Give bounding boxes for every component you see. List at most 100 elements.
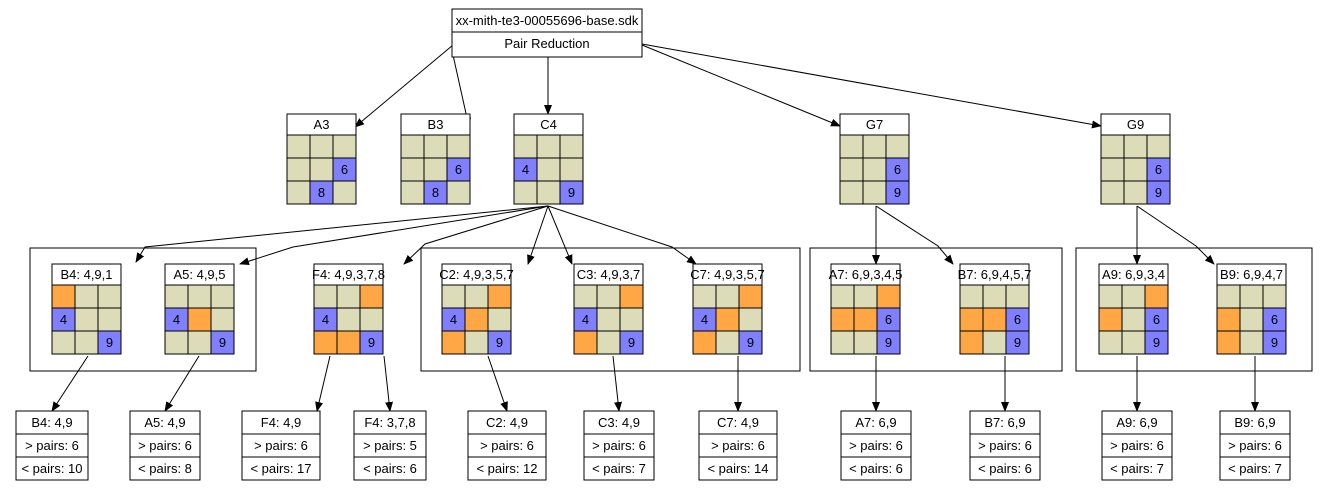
result-less-pairs: < pairs: 7 (592, 461, 646, 476)
grid-cell (286, 157, 311, 182)
grid-cell (1005, 330, 1030, 355)
grid-cell (1144, 284, 1169, 309)
grid-cell (400, 134, 425, 159)
result-less-pairs: < pairs: 6 (849, 461, 903, 476)
grid-cell (1216, 284, 1241, 309)
result-more-pairs: > pairs: 6 (254, 438, 308, 453)
result-node-box (1101, 410, 1173, 481)
grid-node-label: F4: 4,9,3,7,8 (312, 267, 385, 282)
grid-cell (210, 307, 235, 332)
grid-cell (187, 284, 212, 309)
grid-node-c2-4-9-3-5-7: C2: 4,9,3,5,749 (439, 263, 514, 355)
grid-cell-digit: 6 (894, 162, 901, 177)
grid-cell (853, 284, 878, 309)
grid-cell (862, 157, 887, 182)
grid-cell (513, 134, 538, 159)
grid-cell (441, 330, 466, 355)
grid-cell (715, 284, 740, 309)
grid-cell (423, 134, 448, 159)
result-title: F4: 4,9 (261, 415, 301, 430)
grid-cell (830, 284, 855, 309)
grid-cell (1239, 284, 1264, 309)
grid-cell (446, 180, 471, 205)
grid-cell-digit: 8 (318, 185, 325, 200)
grid-cell (1121, 284, 1146, 309)
result-more-pairs: > pairs: 6 (592, 438, 646, 453)
result-less-pairs: < pairs: 6 (363, 461, 417, 476)
result-node-b4-4-9: B4: 4,9> pairs: 6< pairs: 10 (15, 410, 89, 481)
grid-cell (1121, 330, 1146, 355)
grid-cell (959, 307, 984, 332)
grid-cell (1262, 284, 1287, 309)
grid-cell (359, 307, 384, 332)
grid-cell (1100, 180, 1125, 205)
grid-cell (309, 157, 334, 182)
grid-cell (1121, 307, 1146, 332)
grid-cell (487, 307, 512, 332)
grid-cell (839, 180, 864, 205)
grid-cell (738, 330, 763, 355)
grid-cell (286, 180, 311, 205)
grid-cell-digit: 9 (1153, 335, 1160, 350)
edge-g9-b9 (1136, 205, 1215, 265)
result-title: C7: 4,9 (717, 415, 759, 430)
result-node-box (241, 410, 321, 481)
result-node-box (129, 410, 201, 481)
grid-cell (441, 284, 466, 309)
root-title: xx-mith-te3-00055696-base.sdk (456, 13, 639, 28)
grid-node-b7-6-9-4-5-7: B7: 6,9,4,5,769 (958, 263, 1031, 355)
edge-group (51, 43, 1259, 412)
grid-cell (1239, 307, 1264, 332)
grid-cell (559, 180, 584, 205)
grid-cell (423, 157, 448, 182)
result-node-box (583, 410, 655, 481)
grid-cell (1100, 157, 1125, 182)
grid-cell (313, 330, 338, 355)
grid-cell (400, 157, 425, 182)
grid-cell-digit: 8 (432, 185, 439, 200)
grid-node-label: C7: 4,9,3,5,7 (690, 267, 764, 282)
grid-cell (187, 330, 212, 355)
grid-cell-digit: 9 (747, 335, 754, 350)
cluster-c2-c3-c7 (420, 247, 801, 372)
grid-node-label: A5: 4,9,5 (173, 267, 225, 282)
grid-cell-digit: 6 (885, 312, 892, 327)
grid-cell (885, 134, 910, 159)
grid-node-f4-4-9-3-7-8: F4: 4,9,3,7,849 (312, 263, 385, 355)
grid-cell (400, 180, 425, 205)
edge-c4-c2 (527, 205, 549, 265)
grid-cell (1100, 134, 1125, 159)
result-node-box (1219, 410, 1291, 481)
grid-cell-digit: 4 (450, 312, 457, 327)
grid-cell (839, 157, 864, 182)
edge-c3-result (612, 355, 623, 412)
grid-cell (839, 134, 864, 159)
result-more-pairs: > pairs: 6 (711, 438, 765, 453)
grid-cell (74, 330, 99, 355)
grid-cell (51, 284, 76, 309)
grid-cell (619, 307, 644, 332)
grid-cell-digit: 4 (522, 162, 529, 177)
result-more-pairs: > pairs: 6 (1228, 438, 1282, 453)
result-node-box (15, 410, 89, 481)
edge-c4-c7 (547, 205, 697, 265)
grid-cell-digit: 9 (368, 335, 375, 350)
grid-cell (885, 180, 910, 205)
grid-node-label: B9: 6,9,4,7 (1220, 267, 1283, 282)
edge-c4-f4 (403, 205, 549, 265)
grid-cell (862, 180, 887, 205)
grid-cell (982, 330, 1007, 355)
grid-cell-digit: 6 (341, 162, 348, 177)
grid-node-label: B3 (428, 117, 444, 132)
grid-cell (210, 284, 235, 309)
grid-cell-digit: 4 (701, 312, 708, 327)
grid-cell (1146, 180, 1171, 205)
grid-cell (573, 284, 598, 309)
grid-node-b4-4-9-1: B4: 4,9,149 (51, 263, 122, 355)
grid-cell (1098, 284, 1123, 309)
result-title: A5: 4,9 (144, 415, 185, 430)
grid-cell (536, 180, 561, 205)
result-node-box (840, 410, 912, 481)
